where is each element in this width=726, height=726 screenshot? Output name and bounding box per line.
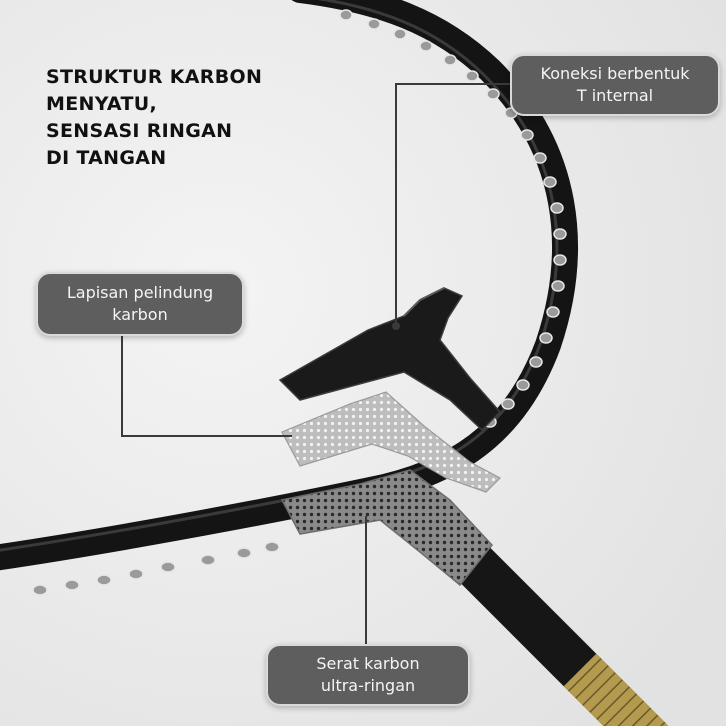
callout-t-joint-line-1: Koneksi berbentuk xyxy=(540,64,690,83)
callout-protective-layer-line-1: Lapisan pelindung xyxy=(66,283,214,302)
protective-mesh-layer xyxy=(281,391,501,493)
leader-lines xyxy=(121,83,510,644)
racket-frame-highlight xyxy=(0,0,559,552)
carbon-fiber-throat xyxy=(280,469,493,587)
headline-line-1: STRUKTUR KARBON xyxy=(46,66,263,88)
callout-t-joint-line-2: T internal xyxy=(576,86,654,105)
shaft-gold-band xyxy=(563,653,669,726)
callout-carbon-fiber-line-1: Serat karbon xyxy=(316,654,420,673)
callout-t-joint: Koneksi berbentuk T internal xyxy=(510,54,720,116)
callout-protective-layer: Lapisan pelindung karbon xyxy=(36,272,244,336)
headline-line-2: MENYATU, xyxy=(46,93,157,115)
t-joint-highlight xyxy=(403,287,445,317)
leader-line-protective-layer xyxy=(121,332,292,437)
leader-line-t-joint xyxy=(395,83,510,326)
headline-line-4: DI TANGAN xyxy=(46,147,167,169)
headline-line-3: SENSASI RINGAN xyxy=(46,120,233,142)
callout-protective-layer-line-2: karbon xyxy=(112,305,168,324)
callout-carbon-fiber-line-2: ultra-ringan xyxy=(320,676,416,695)
grommets xyxy=(32,9,567,596)
racket-frame xyxy=(0,0,578,571)
headline: STRUKTUR KARBON MENYATU, SENSASI RINGAN … xyxy=(46,64,262,172)
callout-carbon-fiber: Serat karbon ultra-ringan xyxy=(266,644,470,706)
